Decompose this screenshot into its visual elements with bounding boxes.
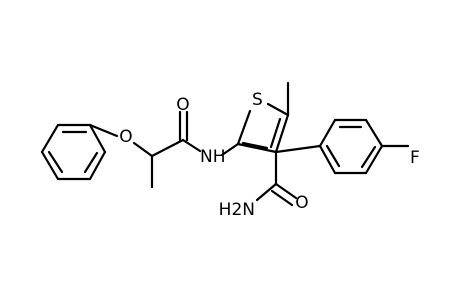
bond [88, 123, 119, 138]
bond [274, 144, 322, 154]
bond [364, 118, 384, 148]
bond [255, 182, 278, 202]
atom-label-oxygen-ether: O [119, 127, 132, 147]
atom-label-nh: NH [200, 147, 226, 167]
atom-label-sulfur: S [252, 90, 263, 110]
bond [220, 142, 240, 157]
phenyl-ring-left [40, 123, 107, 181]
bond [318, 118, 337, 148]
bond [236, 142, 278, 154]
double-bond-inner [269, 117, 282, 149]
bond [40, 150, 60, 181]
double-bond-inner [47, 150, 64, 174]
phenyl-ring-right [318, 118, 384, 175]
bond [40, 123, 60, 154]
bond [266, 102, 290, 117]
bond [236, 109, 252, 146]
double-bond-inner [83, 151, 99, 174]
bond [132, 141, 154, 158]
thiophene-ring [236, 102, 290, 154]
double-bond [270, 189, 294, 207]
bond [364, 144, 384, 175]
atom-label-oxygen-carboxamide: O [295, 193, 308, 213]
bond [88, 150, 107, 181]
atom-label-fluorine: F [410, 148, 420, 168]
double-bond-inner [241, 141, 269, 150]
bond [318, 144, 337, 175]
bond [88, 123, 107, 154]
bond [150, 138, 185, 158]
bond [181, 138, 202, 153]
atom-label-oxygen-amide: O [176, 95, 189, 115]
double-bond-inner [325, 144, 341, 168]
double-bond [274, 182, 298, 200]
double-bond-inner [360, 145, 377, 169]
bond [274, 113, 290, 154]
atom-label-nh2: H2N [219, 200, 255, 220]
